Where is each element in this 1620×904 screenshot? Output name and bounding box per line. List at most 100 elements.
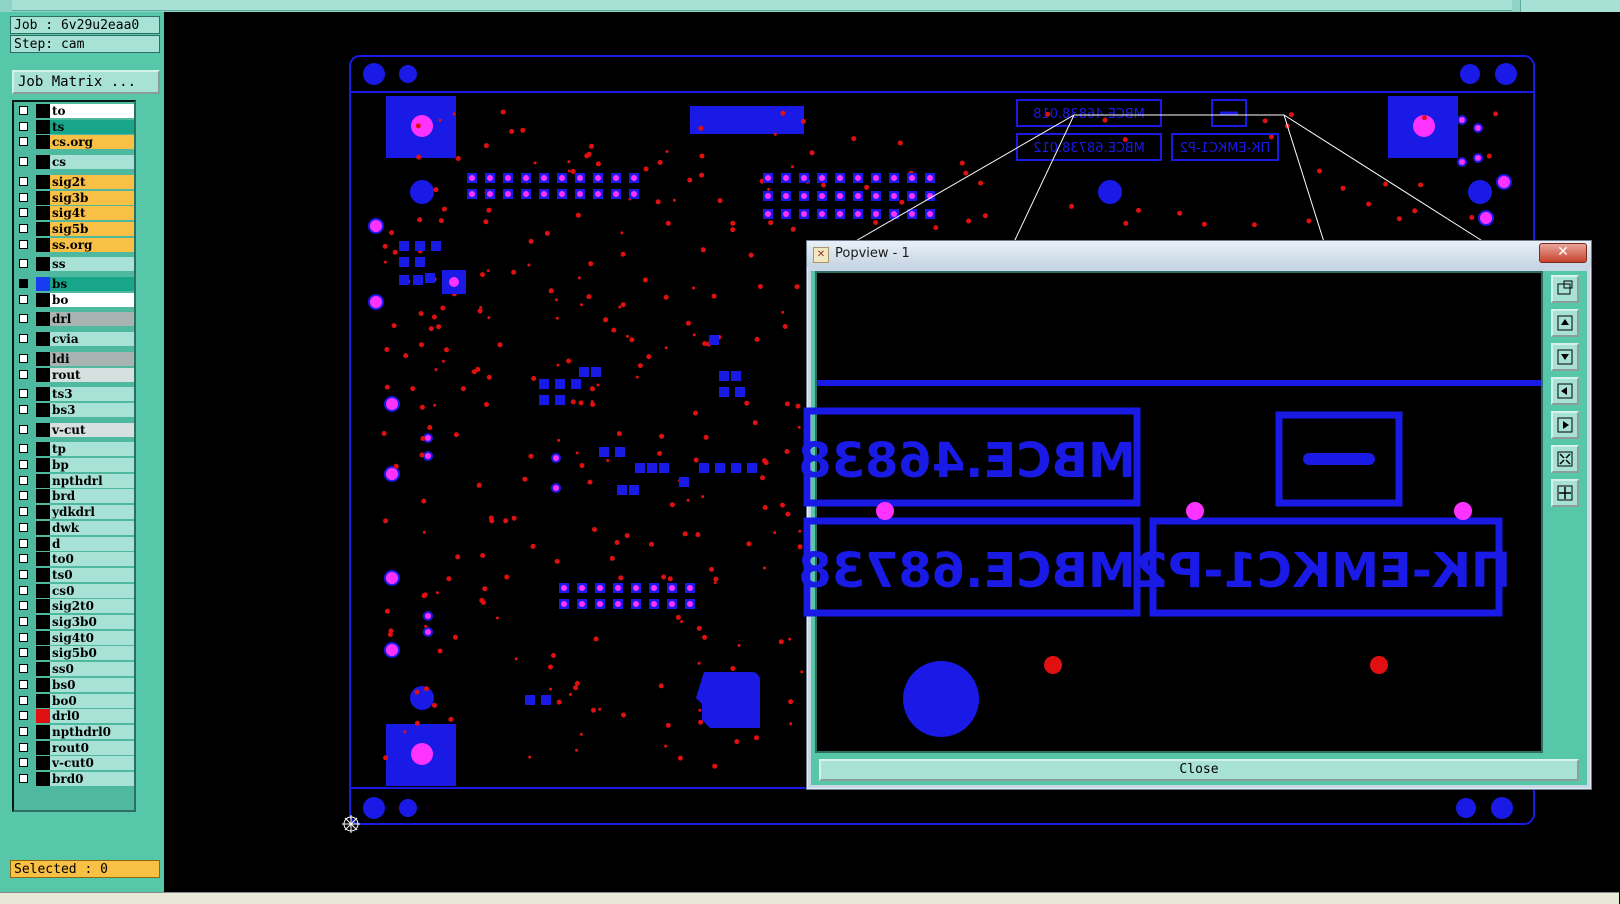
layer-row[interactable]: bo: [16, 292, 134, 307]
drill: [626, 334, 629, 338]
layer-checkbox[interactable]: [19, 294, 28, 304]
layer-row[interactable]: cs0: [16, 583, 134, 598]
pcb-view[interactable]: MBCE.46838.018 MBCE.68738.012 ПК-ЕМКС1-Р…: [164, 12, 1619, 892]
layer-row[interactable]: sig4t: [16, 206, 134, 221]
layer-row[interactable]: rout0: [16, 740, 134, 755]
pan-left-icon[interactable]: [1551, 377, 1579, 405]
layer-checkbox[interactable]: [19, 208, 28, 218]
layer-row[interactable]: npthdrl0: [16, 724, 134, 739]
layer-row[interactable]: bs: [16, 277, 134, 291]
layer-checkbox[interactable]: [19, 648, 28, 658]
layer-checkbox[interactable]: [19, 711, 28, 721]
layer-checkbox[interactable]: [19, 460, 28, 469]
layer-row[interactable]: ts0: [16, 567, 134, 582]
layer-row[interactable]: drl: [16, 312, 134, 327]
layer-checkbox[interactable]: [19, 259, 28, 269]
layer-row[interactable]: sig4t0: [16, 630, 134, 645]
layer-row[interactable]: brd: [16, 489, 134, 504]
layer-checkbox[interactable]: [19, 758, 28, 768]
layer-checkbox[interactable]: [19, 353, 28, 363]
layer-row[interactable]: ts: [16, 119, 134, 134]
popview-titlebar[interactable]: ✕ Popview - 1 ✕: [807, 241, 1591, 267]
layer-row[interactable]: sig3b0: [16, 615, 134, 629]
layer-checkbox[interactable]: [19, 475, 28, 485]
zoom-fit-icon[interactable]: [1551, 445, 1579, 473]
layer-checkbox[interactable]: [19, 157, 28, 167]
layer-row[interactable]: drl0: [16, 709, 134, 724]
layer-checkbox[interactable]: [19, 192, 28, 202]
drill: [680, 620, 684, 623]
layer-row[interactable]: v-cut: [16, 422, 134, 437]
layer-row[interactable]: sig3b: [16, 190, 134, 205]
layer-checkbox[interactable]: [19, 554, 28, 564]
pan-right-icon[interactable]: [1551, 411, 1579, 439]
drill: [752, 420, 758, 426]
zoom-home-icon[interactable]: [1551, 479, 1579, 507]
zoom-window-icon[interactable]: [1551, 275, 1579, 303]
layer-checkbox[interactable]: [19, 279, 28, 288]
layer-row[interactable]: cs.org: [16, 135, 134, 150]
layer-row[interactable]: brd0: [16, 772, 134, 786]
layer-checkbox[interactable]: [19, 404, 28, 414]
layer-checkbox[interactable]: [19, 522, 28, 532]
layer-row[interactable]: bs0: [16, 677, 134, 692]
layer-checkbox[interactable]: [19, 176, 28, 186]
layer-checkbox[interactable]: [19, 369, 28, 379]
popview-zoom-view[interactable]: MBCE.46838 MBCE.68738 ПК-ЕМКС1-Р2: [798, 271, 1543, 753]
layer-checkbox[interactable]: [19, 444, 28, 454]
job-matrix-button[interactable]: Job Matrix ...: [12, 70, 160, 94]
layer-row[interactable]: bp: [16, 458, 134, 472]
layer-row[interactable]: npthdrl: [16, 473, 134, 488]
layer-checkbox[interactable]: [19, 569, 28, 579]
layer-checkbox[interactable]: [19, 424, 28, 434]
layer-checkbox[interactable]: [19, 121, 28, 131]
layer-row[interactable]: ss.org: [16, 237, 134, 252]
layer-row[interactable]: sig5b0: [16, 646, 134, 661]
layer-row[interactable]: dwk: [16, 520, 134, 535]
layer-checkbox[interactable]: [19, 389, 28, 399]
layer-checkbox[interactable]: [19, 617, 28, 626]
layer-checkbox[interactable]: [19, 726, 28, 736]
layer-checkbox[interactable]: [19, 239, 28, 249]
layer-row[interactable]: ts3: [16, 387, 134, 402]
layer-row[interactable]: sig5b: [16, 221, 134, 236]
layer-checkbox[interactable]: [19, 601, 28, 611]
pin-hole: [487, 175, 493, 181]
close-icon[interactable]: ✕: [1539, 243, 1587, 263]
layer-row[interactable]: tp: [16, 442, 134, 457]
layer-checkbox[interactable]: [19, 334, 28, 344]
layer-row[interactable]: rout: [16, 367, 134, 382]
pan-down-icon[interactable]: [1551, 343, 1579, 371]
layer-checkbox[interactable]: [19, 106, 28, 115]
layer-checkbox[interactable]: [19, 695, 28, 705]
layer-row[interactable]: ss: [16, 257, 134, 272]
layer-row[interactable]: sig2t: [16, 174, 134, 189]
layer-row[interactable]: cvia: [16, 332, 134, 347]
layer-row[interactable]: bo0: [16, 693, 134, 708]
layer-checkbox[interactable]: [19, 664, 28, 674]
layer-checkbox[interactable]: [19, 314, 28, 324]
layer-checkbox[interactable]: [19, 774, 28, 783]
layer-row[interactable]: cs: [16, 155, 134, 170]
layer-row[interactable]: ldi: [16, 351, 134, 366]
layer-row[interactable]: v-cut0: [16, 756, 134, 771]
popview-window[interactable]: ✕ Popview - 1 ✕ MBCE.46838 MBCE.68738 ПК…: [798, 240, 1592, 790]
popview-close-button[interactable]: Close: [819, 759, 1579, 781]
layer-checkbox[interactable]: [19, 632, 28, 642]
layer-row[interactable]: to: [16, 104, 134, 118]
layer-checkbox[interactable]: [19, 223, 28, 233]
layer-checkbox[interactable]: [19, 585, 28, 595]
layer-checkbox[interactable]: [19, 742, 28, 752]
layer-checkbox[interactable]: [19, 507, 28, 517]
layer-checkbox[interactable]: [19, 538, 28, 548]
layer-checkbox[interactable]: [19, 137, 28, 147]
layer-row[interactable]: d: [16, 536, 134, 551]
pan-up-icon[interactable]: [1551, 309, 1579, 337]
layer-checkbox[interactable]: [19, 491, 28, 501]
layer-checkbox[interactable]: [19, 679, 28, 689]
layer-row[interactable]: bs3: [16, 402, 134, 417]
layer-row[interactable]: to0: [16, 552, 134, 567]
layer-row[interactable]: sig2t0: [16, 599, 134, 614]
layer-row[interactable]: ss0: [16, 662, 134, 677]
layer-row[interactable]: ydkdrl: [16, 505, 134, 520]
